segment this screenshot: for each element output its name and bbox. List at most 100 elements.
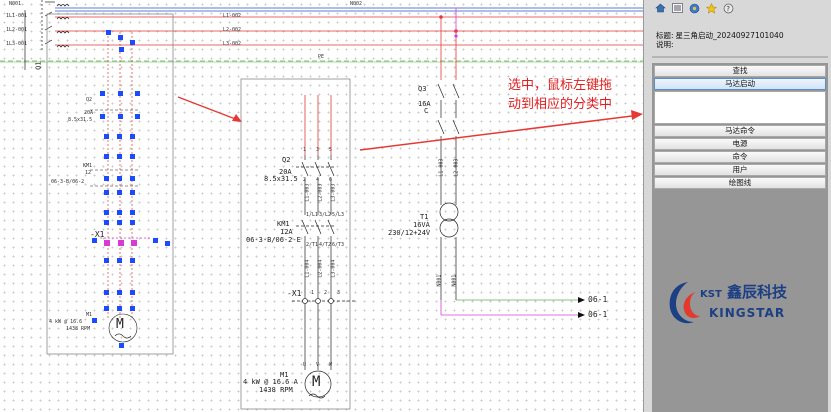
category-drawing-lines[interactable]: 绘图线: [654, 177, 826, 189]
pole-num-5: 5: [329, 147, 333, 153]
wire-l1-003: L1-003: [304, 183, 311, 202]
pole-out-6: 6: [329, 177, 333, 183]
pole-num-3: 3: [316, 147, 320, 153]
category-items-list[interactable]: [654, 91, 826, 124]
logo-brand: KST: [700, 289, 722, 300]
svg-text:?: ?: [726, 5, 730, 13]
mini-km1-tag: KM1: [83, 163, 93, 169]
net-label-1l1: 1L1-001: [6, 13, 28, 19]
logo-cn-name: KST 鑫辰科技: [700, 281, 787, 302]
phase-label-l2: L2-002: [223, 27, 242, 33]
mini-km1-rating: 12: [85, 170, 92, 176]
wire-l1-004: L1-004: [304, 259, 311, 278]
mini-motor-rpm: 1438 RPM: [66, 326, 91, 332]
library-panel: ? 标题: 星三角启动_20240927101040 说明: 查找 马达启动 马…: [643, 0, 831, 412]
main-motor-rpm: 1438 RPM: [259, 386, 293, 394]
bus-label: N002: [350, 1, 363, 7]
t1-volts: 230/12+24V: [388, 229, 431, 237]
output-ref-1: 06-1: [588, 295, 608, 304]
net-label-1l3: 1L3-001: [6, 41, 28, 47]
main-km1-part: 06-3-B/06-2-E: [246, 236, 301, 244]
main-q2-rating: 20A: [279, 168, 292, 176]
category-user[interactable]: 用户: [654, 164, 826, 176]
library-tree: 查找 马达启动 马达命令 电源 命令 用户 绘图线 KST 鑫辰科技 KINGS…: [652, 63, 828, 412]
help-icon[interactable]: ?: [721, 2, 735, 15]
uvw-v: V: [316, 362, 320, 368]
term-num-1: 1: [311, 290, 315, 296]
pe-label: PE: [318, 54, 325, 60]
title-label: 标题:: [656, 31, 674, 40]
description-label: 说明:: [656, 40, 674, 49]
list-icon[interactable]: [670, 2, 684, 15]
mini-km1-part: 06-3-B/06-2: [51, 179, 85, 185]
t1-tag: T1: [420, 213, 429, 221]
net-label-n001: N001: [9, 1, 22, 7]
mini-motor-tag: M1: [86, 312, 93, 318]
settings-icon[interactable]: [687, 2, 701, 15]
km-out-6: 6/T3: [332, 242, 345, 248]
logo-en-name: KINGSTAR: [709, 306, 786, 320]
net-label-1l2: 1L2-001: [6, 27, 28, 33]
main-km1-rating: 12A: [280, 228, 293, 236]
km-in-3: 3/L2: [319, 212, 332, 218]
mini-q2-rating: 20A: [84, 110, 94, 116]
category-item-motor-start[interactable]: 马达启动: [654, 78, 826, 90]
drag-instruction-annotation: 选中，鼠标左键拖 动到相应的分类中: [508, 76, 612, 114]
mini-q2-tag: Q2: [86, 97, 93, 103]
main-q2-range: 8.5x31.5: [264, 175, 298, 183]
home-icon[interactable]: [653, 2, 667, 15]
mini-motor-spec: 4 kW @ 16.6: [49, 319, 83, 325]
search-button[interactable]: 查找: [654, 65, 826, 77]
km-out-4: 4/T2: [319, 242, 332, 248]
annotation-line-1: 选中，鼠标左键拖: [508, 78, 613, 93]
logo-cn-text: 鑫辰科技: [727, 283, 788, 301]
q3-tag: Q3: [418, 85, 427, 93]
mini-motor-symbol: M: [116, 317, 124, 332]
title-value: 星三角启动_20240927101040: [675, 31, 784, 40]
term-num-2: 2: [324, 290, 328, 296]
annotation-line-2: 动到相应的分类中: [508, 97, 613, 112]
category-power[interactable]: 电源: [654, 138, 826, 150]
output-ref-2: 06-1: [588, 310, 608, 319]
t1-rating: 16VA: [413, 221, 430, 229]
main-motor-spec: 4 kW @ 16.6 A: [243, 378, 298, 386]
wire-l2-004: L2-004: [317, 259, 324, 278]
term-num-3: 3: [337, 290, 341, 296]
km-in-5: 5/L3: [332, 212, 345, 218]
panel-divider: [652, 56, 828, 58]
schematic-drawing: [0, 0, 643, 410]
category-command[interactable]: 命令: [654, 151, 826, 163]
drawing-canvas[interactable]: N001 1L1-001 1L2-001 1L3-001 N002 L1-002…: [0, 0, 643, 412]
panel-toolbar: ?: [644, 0, 831, 16]
phase-label-l3: L3-002: [223, 41, 242, 47]
right-wire-a1: L1-003: [438, 158, 445, 177]
main-motor-symbol: M: [312, 374, 321, 390]
km-out-2: 2/T1: [306, 242, 319, 248]
right-wire-b1: N001: [436, 274, 443, 287]
q3-rating: 16A: [418, 100, 431, 108]
wire-l3-004: L3-004: [330, 259, 337, 278]
pole-out-4: 4: [316, 177, 320, 183]
main-q2-tag: Q2: [282, 156, 291, 164]
pole-num-1: 1: [303, 147, 307, 153]
q1-tag: Q1: [34, 61, 43, 70]
category-motor-command[interactable]: 马达命令: [654, 125, 826, 137]
uvw-u: U: [303, 362, 307, 368]
right-wire-b2: N001: [451, 274, 458, 287]
main-motor-tag: M1: [280, 371, 289, 379]
kst-logo-mark-icon: [669, 282, 700, 324]
main-km1-tag: KM1: [277, 220, 290, 228]
q3-curve: C: [424, 107, 429, 115]
wire-l3-003: L3-003: [330, 183, 337, 202]
main-x1-tag: -X1: [287, 289, 302, 298]
star-icon[interactable]: [704, 2, 718, 15]
uvw-w: W: [329, 362, 333, 368]
right-wire-a2: L2-003: [453, 158, 460, 177]
km-in-1: 1/L1: [306, 212, 319, 218]
phase-label-l1: L1-002: [223, 13, 242, 19]
mini-x1-tag: -X1: [90, 230, 105, 239]
wire-l2-003: L2-003: [317, 183, 324, 202]
document-meta: 标题: 星三角启动_20240927101040 说明:: [656, 31, 784, 49]
mini-q2-range: 8.5x31.5: [68, 117, 93, 123]
kingstar-logo: KST 鑫辰科技 KINGSTAR: [666, 278, 826, 328]
